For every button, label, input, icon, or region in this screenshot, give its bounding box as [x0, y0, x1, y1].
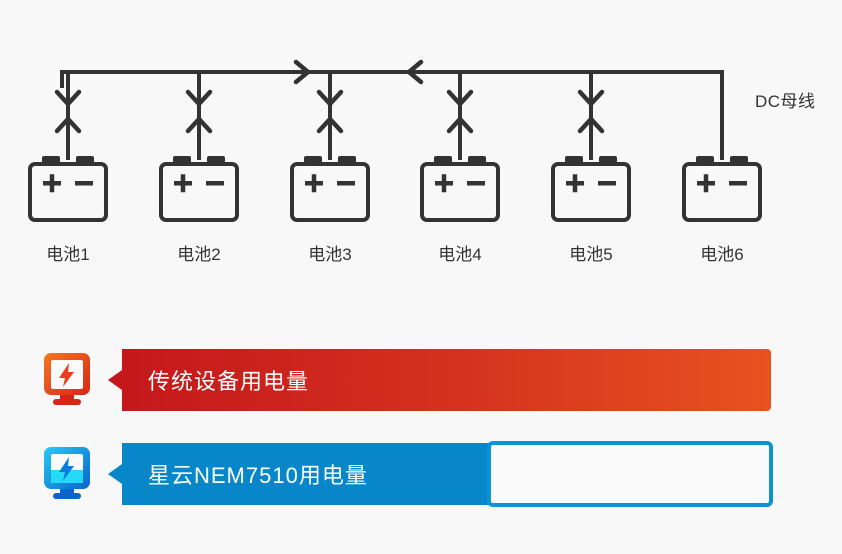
- battery-icon: [551, 156, 631, 222]
- battery-label-6: 电池6: [700, 245, 744, 264]
- battery-icon: [420, 156, 500, 222]
- arrow-down-icon: [577, 89, 605, 107]
- nem7510-bar-savings: [487, 441, 773, 507]
- arrow-up-icon: [185, 116, 213, 134]
- arrow-up-icon: [446, 116, 474, 134]
- nem7510-bar: [104, 439, 842, 514]
- battery-label-5: 电池5: [569, 245, 613, 264]
- device-power-icon: [42, 351, 92, 407]
- traditional-consumption-row: 传统设备用电量: [0, 345, 842, 415]
- nem7510-consumption-row: 星云NEM7510用电量: [0, 439, 842, 509]
- battery-icon: [159, 156, 239, 222]
- nem7510-bar-fill: [108, 443, 491, 505]
- battery-symbols: [28, 156, 762, 222]
- battery-label-4: 电池4: [438, 245, 482, 264]
- arrow-down-icon: [185, 89, 213, 107]
- dc-bus-battery-diagram: DC母线 电池1 电池2 电池3 电池4 电池5 电池6: [28, 59, 816, 264]
- battery-icon: [682, 156, 762, 222]
- arrow-down-icon: [54, 89, 82, 107]
- arrow-up-icon: [316, 116, 344, 134]
- battery-icon: [28, 156, 108, 222]
- device-charge-icon: [42, 445, 92, 501]
- arrow-down-icon: [446, 89, 474, 107]
- dc-bus-label: DC母线: [755, 92, 816, 111]
- battery-label-2: 电池2: [177, 245, 221, 264]
- traditional-bar: [104, 345, 842, 420]
- battery-label-1: 电池1: [46, 245, 90, 264]
- battery-label-3: 电池3: [308, 245, 352, 264]
- bus-arrow-right-icon: [293, 59, 311, 85]
- arrow-up-icon: [54, 116, 82, 134]
- arrow-down-icon: [316, 89, 344, 107]
- bus-arrow-left-icon: [406, 59, 424, 85]
- battery-icon: [290, 156, 370, 222]
- arrow-up-icon: [577, 116, 605, 134]
